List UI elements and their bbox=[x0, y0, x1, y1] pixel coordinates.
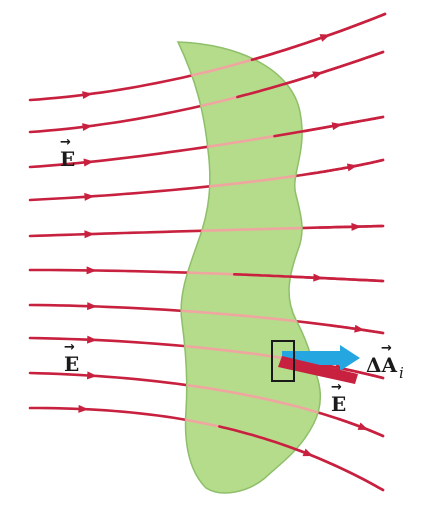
field-line-faded bbox=[178, 224, 321, 238]
arrowhead bbox=[351, 222, 362, 231]
svg-text:E: E bbox=[331, 392, 346, 416]
field-vector-at-element bbox=[278, 356, 358, 384]
field-line-faded bbox=[178, 42, 321, 102]
arrowhead bbox=[84, 192, 95, 201]
field-line-faded bbox=[178, 303, 321, 335]
svg-text:ΔA: ΔA bbox=[366, 353, 398, 377]
arrowhead bbox=[87, 335, 98, 344]
area-vector-label: ΔA → i bbox=[366, 341, 404, 382]
field-line-emerging bbox=[318, 224, 385, 229]
arrowhead bbox=[83, 158, 94, 167]
field-line-emerging bbox=[218, 425, 385, 492]
arrowhead bbox=[357, 422, 369, 430]
arrowhead bbox=[82, 123, 93, 132]
arrowhead bbox=[319, 34, 331, 42]
field-label-upper: E → bbox=[60, 135, 75, 171]
area-element-group bbox=[271, 340, 360, 384]
arrowhead bbox=[354, 324, 365, 333]
field-line-emerging bbox=[308, 158, 385, 176]
field-label-lower: E → bbox=[64, 340, 79, 376]
field-line-emerging bbox=[273, 115, 385, 138]
field-line-faded bbox=[178, 406, 321, 492]
field-line-faded bbox=[178, 371, 321, 438]
arrowhead bbox=[313, 273, 324, 282]
vector-arrow-accent: → bbox=[331, 380, 342, 395]
field-line-faded bbox=[178, 50, 321, 134]
field-line-faded bbox=[178, 336, 321, 380]
field-label-at-element: E → bbox=[331, 380, 346, 416]
field-line-faded bbox=[178, 158, 321, 202]
arrowhead bbox=[302, 448, 314, 457]
surface bbox=[176, 41, 322, 494]
field-lines-through-surface bbox=[178, 42, 321, 492]
vector-arrow-accent: → bbox=[381, 341, 392, 356]
field-line-faded bbox=[178, 268, 321, 283]
arrowhead bbox=[86, 266, 97, 275]
field-line-emerging bbox=[250, 12, 387, 62]
area-element bbox=[271, 340, 295, 382]
svg-text:i: i bbox=[399, 364, 404, 382]
arrowhead bbox=[346, 163, 358, 172]
arrowhead bbox=[331, 122, 343, 131]
arrowhead bbox=[78, 404, 89, 413]
arrowhead bbox=[82, 91, 93, 100]
field-line-emerging bbox=[236, 50, 385, 99]
arrowhead bbox=[86, 371, 98, 380]
svg-text:E: E bbox=[60, 147, 75, 171]
field-line-emerging bbox=[233, 273, 385, 283]
vector-arrow-accent: → bbox=[60, 135, 71, 150]
arrowhead bbox=[312, 71, 323, 80]
arrowhead bbox=[84, 230, 95, 239]
arrowhead bbox=[87, 302, 98, 311]
field-line-faded bbox=[178, 115, 321, 169]
vector-arrow-accent: → bbox=[64, 340, 75, 355]
field-line bbox=[28, 158, 385, 202]
svg-text:E: E bbox=[64, 352, 79, 376]
